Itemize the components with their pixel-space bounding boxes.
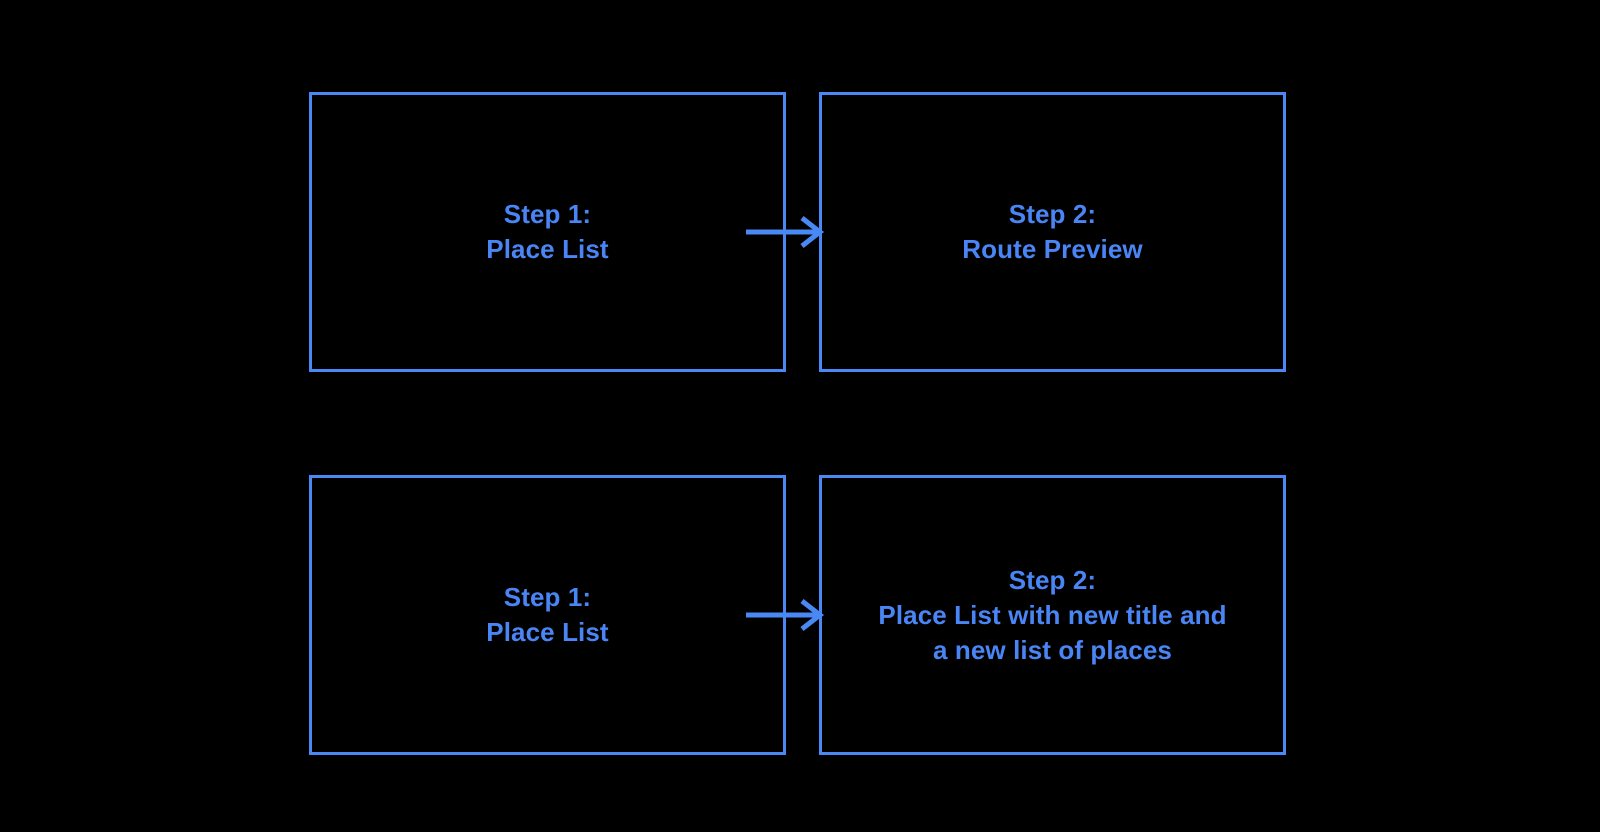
step-box-row2-step2[interactable]: Step 2: Place List with new title and a … (819, 475, 1286, 755)
step-box-row1-step2[interactable]: Step 2: Route Preview (819, 92, 1286, 372)
step-box-label: Step 1: Place List (486, 199, 609, 264)
step-box-label: Step 2: Route Preview (962, 199, 1143, 264)
arrow-head-icon (800, 216, 825, 248)
step-box-row2-step1[interactable]: Step 1: Place List (309, 475, 786, 755)
step-box-label: Step 1: Place List (486, 582, 609, 647)
flow-row-2: Step 1: Place List Step 2: Place List wi… (0, 475, 1600, 755)
step-box-row1-step1[interactable]: Step 1: Place List (309, 92, 786, 372)
step-box-label: Step 2: Place List with new title and a … (878, 564, 1227, 665)
flow-row-1: Step 1: Place List Step 2: Route Preview (0, 92, 1600, 372)
arrow-head-icon (800, 599, 825, 631)
